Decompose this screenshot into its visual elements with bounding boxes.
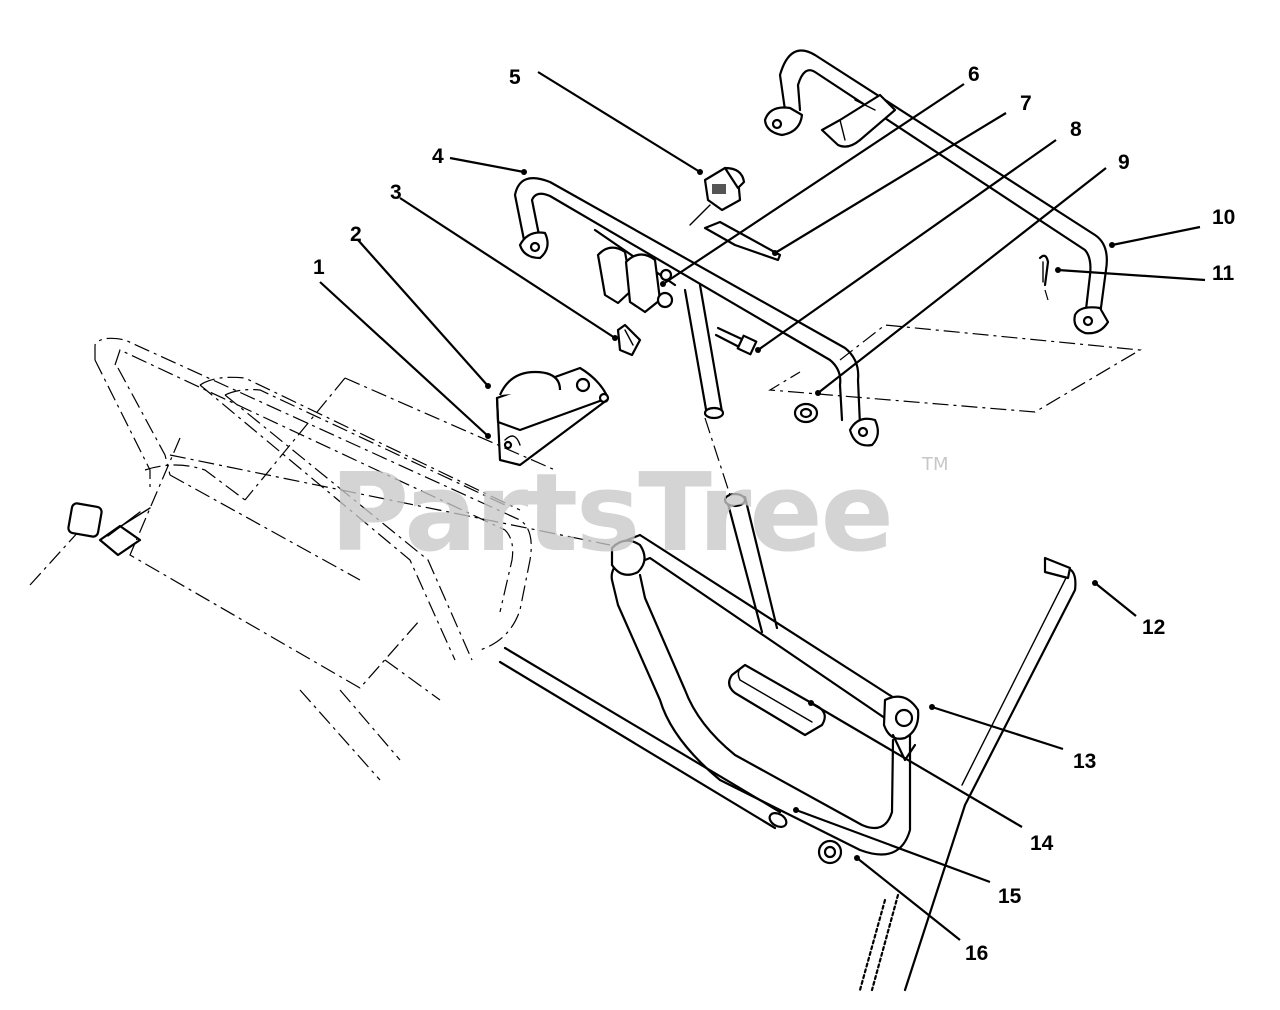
callout-label-3: 3 [390,181,402,204]
leader-6 [662,83,965,285]
callout-labels: 1 2 3 4 5 6 7 8 9 10 11 12 13 14 15 16 [313,63,1235,965]
leader-15 [795,808,991,884]
callout-label-12: 12 [1142,616,1165,639]
tube-sleeve [728,663,826,737]
handle-brackets [596,220,782,314]
cotter-pin [1038,254,1050,287]
callout-label-8: 8 [1070,118,1082,141]
callout-label-1: 1 [313,256,325,279]
phantom-lower-handle [29,337,611,781]
watermark-brand: PartsTree [330,451,892,576]
leader-13 [931,705,1064,751]
callout-leaders [319,71,1206,941]
partstree-watermark: PartsTree TM [330,451,949,576]
leader-16 [856,857,961,941]
star-washer [817,839,843,865]
callout-label-16: 16 [965,942,988,965]
leader-3 [399,197,616,339]
lower-handle [610,533,920,856]
callout-label-11: 11 [1212,262,1235,285]
callout-label-5: 5 [509,66,521,89]
leader-5 [537,71,701,173]
bail-switch [689,166,746,226]
leader-8 [757,139,1057,351]
callout-label-7: 7 [1020,92,1032,115]
carriage-bolt [714,326,758,356]
hinge-bracket [495,366,610,467]
callout-label-13: 13 [1073,750,1096,773]
long-rod [498,646,788,830]
callout-label-9: 9 [1118,151,1130,174]
leader-1 [319,281,489,437]
retaining-clip [616,323,642,357]
callout-label-4: 4 [432,145,444,168]
callout-label-15: 15 [998,885,1022,908]
leader-9 [817,167,1107,394]
callout-label-2: 2 [350,223,362,246]
callout-label-6: 6 [968,63,980,86]
leader-4 [449,156,525,174]
leader-11 [1057,268,1206,282]
lock-nut [793,402,819,424]
leader-14 [810,702,1023,828]
watermark-trademark: TM [921,454,949,475]
center-post [683,283,779,634]
callout-dots [485,169,1115,861]
phantom-switch-box [67,502,151,557]
callout-label-10: 10 [1212,206,1235,229]
leader-12 [1094,582,1137,617]
control-cable [858,556,1077,992]
upper-handle [763,49,1142,413]
leader-10 [1111,225,1201,247]
leader-2 [357,239,489,387]
callout-label-14: 14 [1030,832,1054,855]
leader-7 [774,112,1007,254]
